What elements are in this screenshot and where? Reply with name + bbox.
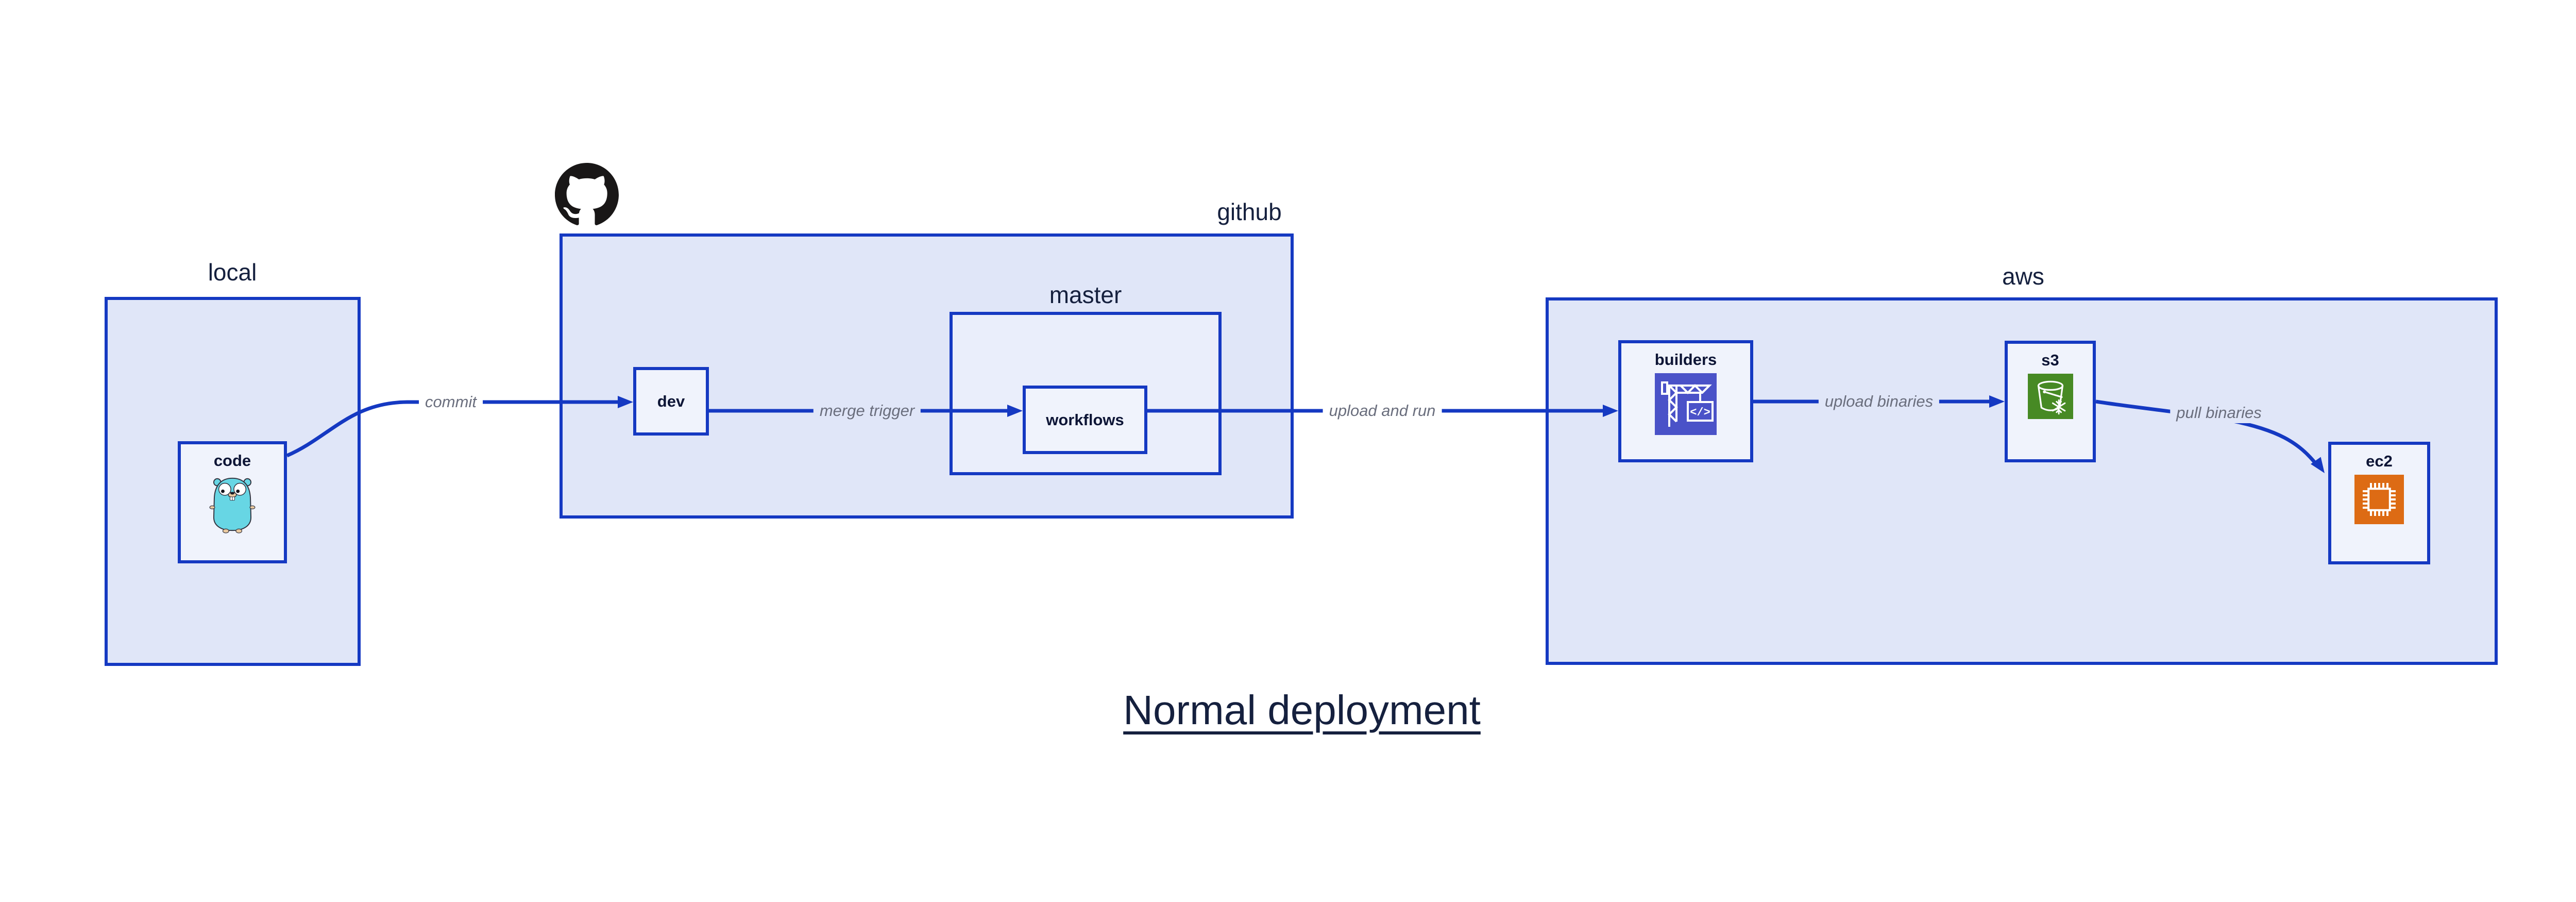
edge-upload-and-run-label: upload and run: [1323, 400, 1442, 421]
node-builders: builders </>: [1618, 340, 1753, 462]
diagram-title: Normal deployment: [1123, 687, 1481, 733]
node-ec2-label: ec2: [2366, 452, 2393, 470]
node-code: code: [178, 441, 287, 563]
node-s3-label: s3: [2041, 351, 2059, 369]
s3-bucket-icon: [2027, 374, 2073, 419]
edge-merge-trigger-label: merge trigger: [813, 400, 921, 421]
node-dev-label: dev: [657, 392, 685, 410]
github-logo-icon: [555, 163, 619, 225]
node-workflows: workflows: [1023, 386, 1147, 454]
node-ec2: ec2: [2328, 442, 2430, 564]
edge-commit-label: commit: [419, 392, 483, 412]
svg-text:</>: </>: [1690, 406, 1710, 419]
node-s3: s3: [2005, 341, 2096, 462]
edge-pull-binaries-label: pull binaries: [2170, 403, 2268, 423]
node-builders-label: builders: [1654, 350, 1717, 369]
edge-upload-binaries-label: upload binaries: [1818, 391, 1940, 412]
node-workflows-label: workflows: [1046, 410, 1124, 429]
container-master-label: master: [1049, 281, 1122, 308]
node-code-label: code: [213, 452, 251, 470]
codebuild-crane-icon: </>: [1655, 373, 1717, 435]
gopher-icon: [209, 477, 256, 533]
container-local-label: local: [208, 259, 257, 286]
ec2-chip-icon: [2354, 475, 2404, 524]
container-github-label: github: [1217, 198, 1282, 225]
node-dev: dev: [633, 367, 709, 436]
container-aws-label: aws: [2002, 263, 2044, 290]
